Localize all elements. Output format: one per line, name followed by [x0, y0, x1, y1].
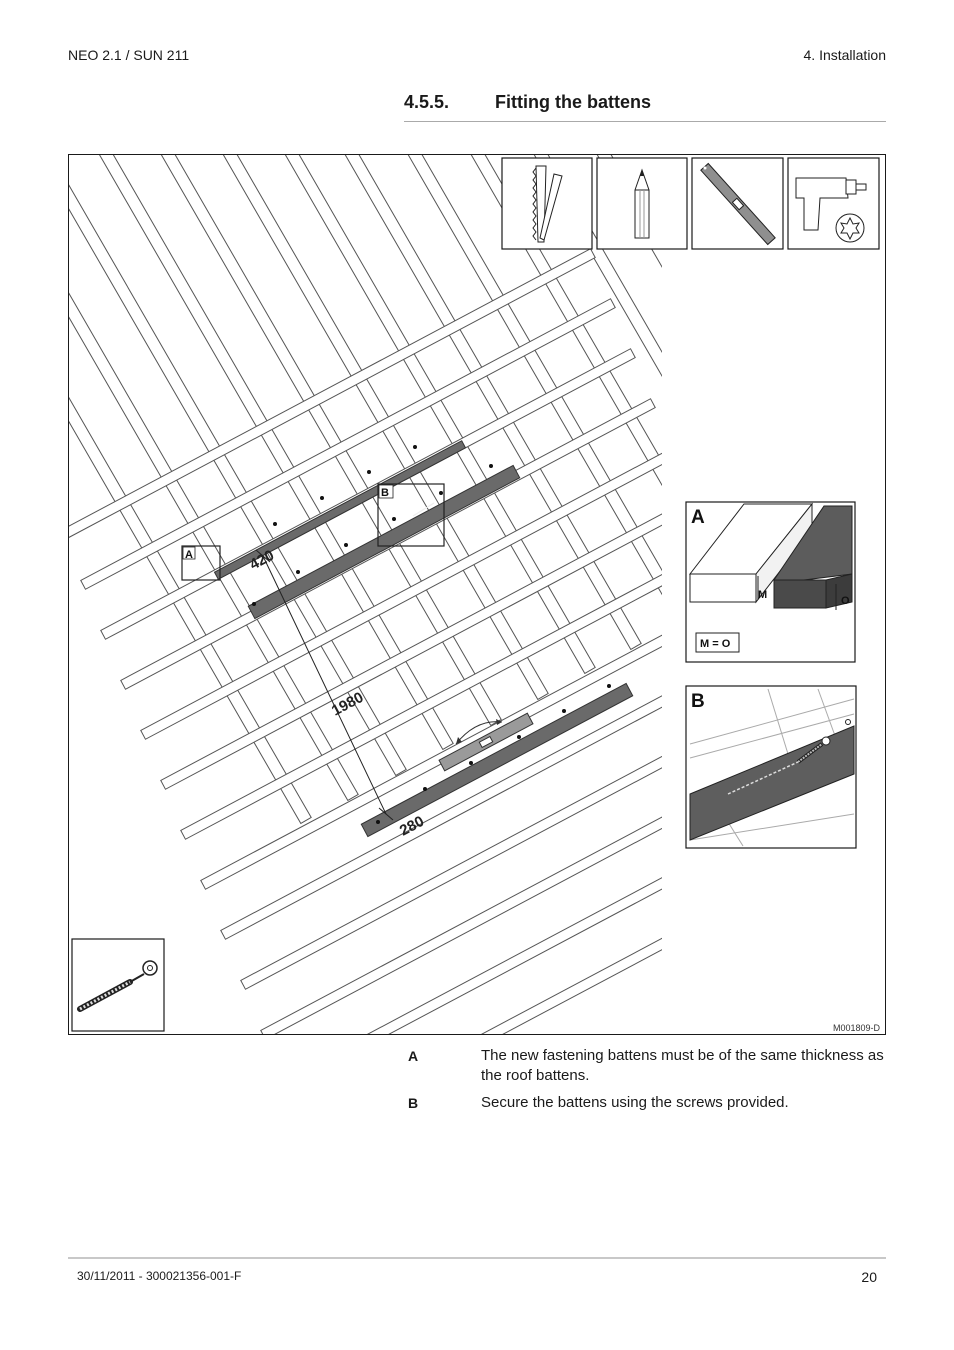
legend-text-a: The new fastening battens must be of the… — [481, 1047, 884, 1084]
pencil-icon — [634, 168, 650, 239]
detail-a-panel: A M O M = O — [685, 501, 856, 663]
tool-panel-saw — [501, 157, 593, 250]
footer-rule — [68, 1257, 886, 1259]
section-number: 4.5.5. — [404, 92, 450, 112]
section-rule — [404, 121, 886, 122]
drill-torx-icon — [795, 177, 867, 243]
footer-document-ref: 30/11/2011 - 300021356-001-F — [77, 1269, 242, 1283]
dimension-lines — [255, 549, 394, 821]
svg-text:A: A — [185, 549, 193, 561]
figure-code: M001809-D — [833, 1023, 881, 1033]
screw-accessory-icon — [77, 960, 158, 1012]
spirit-level-icon — [700, 162, 776, 246]
legend-text-b: Secure the battens using the screws prov… — [481, 1094, 789, 1111]
saw-icon — [532, 165, 563, 243]
tool-panel-drill — [787, 157, 880, 250]
installation-figure: 420 1980 280 A B — [68, 154, 886, 1035]
detail-b-panel: B — [685, 685, 857, 849]
section-title: Fitting the battens — [495, 92, 651, 112]
screw-icon — [796, 736, 831, 764]
detail-b-label: B — [691, 691, 705, 712]
svg-text:B: B — [381, 487, 389, 499]
callout-a: A — [181, 545, 221, 581]
legend-key-a: A — [408, 1048, 419, 1064]
detail-a-label: A — [691, 507, 705, 528]
footer-page-number: 20 — [861, 1269, 877, 1285]
fastening-battens — [213, 440, 634, 838]
header-chapter: 4. Installation — [803, 47, 887, 63]
header-product: NEO 2.1 / SUN 211 — [68, 47, 190, 63]
detail-a-formula: M = O — [700, 638, 731, 650]
legend-key-b: B — [408, 1095, 419, 1111]
tool-panel-level — [691, 157, 784, 250]
callout-b: B — [377, 483, 445, 547]
spirit-level — [438, 712, 534, 772]
detail-a-m: M — [758, 589, 767, 601]
detail-a-o: O — [841, 595, 850, 607]
tool-panel-pencil — [596, 157, 688, 250]
accessory-panel — [71, 938, 165, 1032]
